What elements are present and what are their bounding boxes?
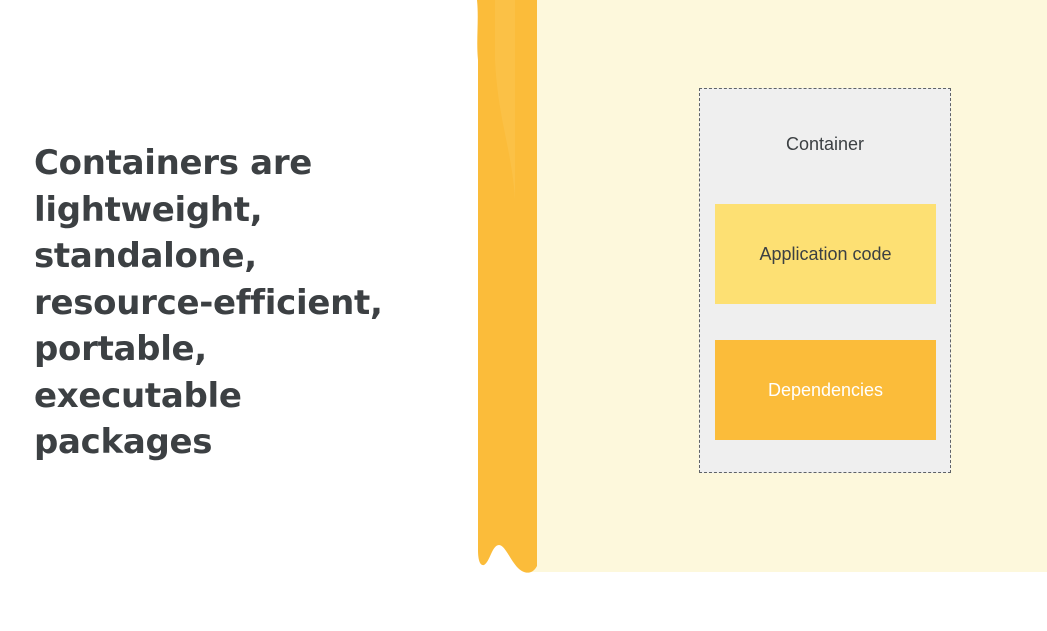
container-label: Container (785, 134, 865, 154)
headline-line: executable (34, 375, 242, 416)
headline-line: resource-efficient, (34, 282, 383, 323)
dependencies-layer: Dependencies (715, 340, 936, 440)
headline-line: Containers are (34, 143, 313, 183)
dependencies-label: Dependencies (767, 379, 884, 400)
headline: Containers are lightweight, standalone, … (34, 140, 454, 466)
headline-line: lightweight, (34, 189, 263, 230)
headline-line: portable, (34, 329, 207, 369)
application-code-label: Application code (759, 243, 892, 264)
headline-line: standalone, (34, 236, 257, 276)
scroll-edge-highlight (495, 0, 515, 200)
headline-line: packages (34, 422, 213, 462)
container-box: Container Application code Dependencies (699, 88, 951, 473)
scroll-edge (477, 0, 537, 573)
application-code-layer: Application code (715, 204, 936, 304)
